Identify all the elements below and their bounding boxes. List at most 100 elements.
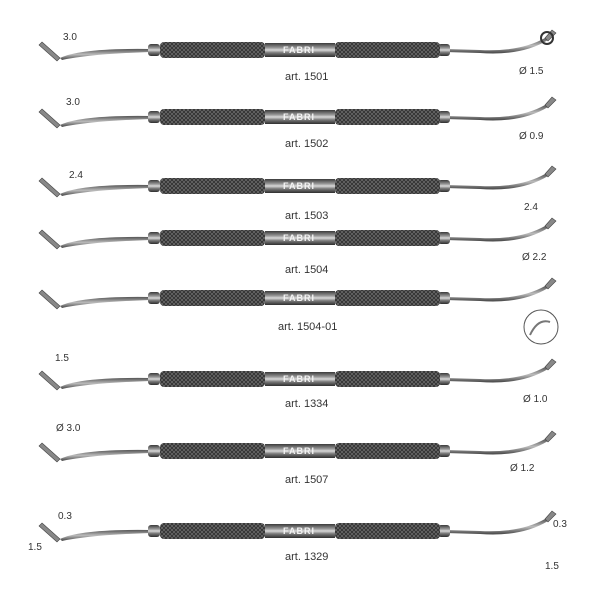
dim-right-1502: Ø 0.9 — [519, 131, 544, 142]
tip-right — [544, 277, 557, 290]
dim-right-1329-b: 1.5 — [545, 561, 559, 572]
grip-right — [335, 371, 440, 387]
ferrule-left — [148, 445, 160, 457]
tip-right — [544, 510, 557, 523]
ferrule-right — [438, 111, 450, 123]
brand-mark: FABRI — [283, 45, 315, 55]
grip-left — [160, 42, 265, 58]
tip-left — [38, 41, 61, 62]
brand-mark: FABRI — [283, 112, 315, 122]
dim-right-1501: Ø 1.5 — [519, 66, 544, 77]
brand-mark: FABRI — [283, 233, 315, 243]
handle-center — [265, 231, 335, 245]
tip-right — [544, 96, 557, 109]
tip-left — [38, 289, 61, 310]
handle-center — [265, 110, 335, 124]
handle-center — [265, 43, 335, 57]
shaft-right — [445, 226, 548, 242]
brand-mark: FABRI — [283, 526, 315, 536]
dim-left-1501: 3.0 — [63, 32, 77, 43]
tip-right — [544, 358, 557, 371]
shaft-right — [445, 286, 548, 302]
instrument-0 — [38, 29, 557, 62]
tip-right — [544, 217, 557, 230]
handle-center — [265, 444, 335, 458]
shaft-left — [60, 48, 150, 60]
dim-right-1507: Ø 1.2 — [510, 463, 535, 474]
dim-left-1502: 3.0 — [66, 97, 80, 108]
ferrule-right — [438, 525, 450, 537]
shaft-right — [445, 439, 548, 455]
tip-right — [544, 165, 557, 178]
instrument-6 — [38, 430, 557, 463]
shaft-right — [445, 105, 548, 121]
grip-left — [160, 109, 265, 125]
handle-center — [265, 524, 335, 538]
ferrule-right — [438, 373, 450, 385]
grip-right — [335, 42, 440, 58]
shaft-right — [445, 174, 548, 190]
handle-center — [265, 179, 335, 193]
dim-right-1504: Ø 2.2 — [522, 252, 547, 263]
tip-right — [544, 430, 557, 443]
tip-left — [38, 177, 61, 198]
ferrule-right — [438, 292, 450, 304]
ferrule-right — [438, 180, 450, 192]
grip-right — [335, 443, 440, 459]
shaft-left — [60, 296, 150, 308]
tip-left — [38, 229, 61, 250]
dim-left-1329-b: 1.5 — [28, 542, 42, 553]
art-label-1502: art. 1502 — [285, 138, 329, 150]
shaft-right — [445, 519, 548, 535]
grip-left — [160, 230, 265, 246]
dim-left-1334: 1.5 — [55, 353, 69, 364]
dim-left-1507: Ø 3.0 — [56, 423, 81, 434]
ferrule-left — [148, 373, 160, 385]
dim-left-1503: 2.4 — [69, 170, 83, 181]
grip-right — [335, 178, 440, 194]
instrument-5 — [38, 358, 557, 391]
ferrule-left — [148, 44, 160, 56]
brand-mark: FABRI — [283, 446, 315, 456]
instrument-1 — [38, 96, 557, 129]
shaft-left — [60, 115, 150, 127]
grip-right — [335, 523, 440, 539]
shaft-left — [60, 184, 150, 196]
ferrule-left — [148, 525, 160, 537]
ferrule-left — [148, 111, 160, 123]
handle-center — [265, 372, 335, 386]
instrument-7 — [38, 510, 557, 543]
grip-right — [335, 290, 440, 306]
grip-left — [160, 290, 265, 306]
handle-center — [265, 291, 335, 305]
dim-right-1503: 2.4 — [524, 202, 538, 213]
brand-mark: FABRI — [283, 293, 315, 303]
ferrule-right — [438, 445, 450, 457]
ferrule-right — [438, 232, 450, 244]
grip-right — [335, 109, 440, 125]
ferrule-left — [148, 292, 160, 304]
art-label-1504-01: art. 1504-01 — [278, 321, 338, 333]
detail-magnifier-circle — [523, 309, 559, 345]
grip-left — [160, 371, 265, 387]
dim-right-1334: Ø 1.0 — [523, 394, 548, 405]
ferrule-left — [148, 180, 160, 192]
grip-right — [335, 230, 440, 246]
grip-left — [160, 178, 265, 194]
ferrule-left — [148, 232, 160, 244]
art-label-1503: art. 1503 — [285, 210, 329, 222]
art-label-1501: art. 1501 — [285, 71, 329, 83]
brand-mark: FABRI — [283, 181, 315, 191]
art-label-1504: art. 1504 — [285, 264, 329, 276]
tip-loop-1501 — [540, 31, 554, 45]
dim-left-1329-a: 0.3 — [58, 511, 72, 522]
shaft-right — [445, 367, 548, 383]
tip-left — [38, 370, 61, 391]
shaft-left — [60, 449, 150, 461]
grip-left — [160, 523, 265, 539]
art-label-1507: art. 1507 — [285, 474, 329, 486]
instrument-2 — [38, 165, 557, 198]
tip-left — [38, 108, 61, 129]
